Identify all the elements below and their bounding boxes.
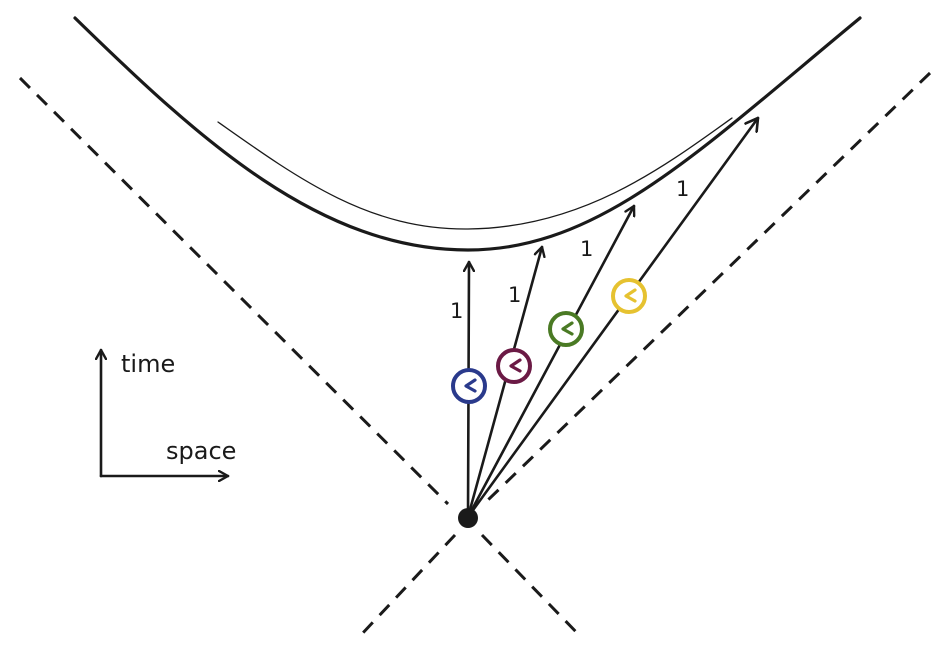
- hyperbola-thin: [217, 117, 733, 230]
- time-axis-label: time: [121, 350, 175, 378]
- arrow-4-label: 1: [676, 177, 689, 201]
- clock-icon-blue: [451, 368, 487, 404]
- light-cone-left-upper: [18, 76, 450, 506]
- worldline-arrow-2: [466, 245, 542, 519]
- space-axis-label: space: [166, 437, 236, 465]
- axes-key: [101, 348, 230, 476]
- light-cone: [18, 71, 932, 640]
- light-cone-left-lower: [358, 533, 457, 638]
- arrow-2-label: 1: [508, 283, 521, 307]
- worldline-arrow-4: [466, 116, 760, 519]
- origin-event-dot: [458, 508, 478, 528]
- arrow-1-label: 1: [450, 299, 463, 323]
- arrow-3-label: 1: [580, 237, 593, 261]
- worldline-arrow-3: [466, 204, 634, 519]
- worldline-arrows: [466, 116, 760, 519]
- hyperbola-main: [73, 16, 862, 252]
- clock-icon-green: [548, 311, 584, 347]
- clock-icon-yellow: [611, 278, 647, 314]
- light-cone-right-upper: [486, 71, 932, 502]
- light-cone-right-lower: [480, 533, 584, 640]
- clock-icon-maroon: [496, 348, 532, 384]
